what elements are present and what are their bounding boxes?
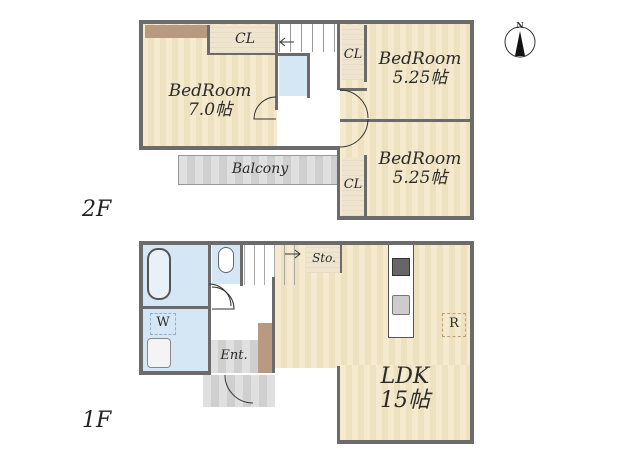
wall-1f-bottom-right [337,440,474,444]
bedroom-7-shelf [145,25,208,38]
closet-1-area [210,25,275,53]
wall-1f-bath-divider [139,306,209,309]
wall-1f-ldk-step [337,366,340,444]
wall-1f-right [470,241,474,444]
wall-2f-mid-v [337,146,340,218]
ldk-name: LDK [380,364,430,389]
toilet-2f-wall-top [277,53,310,56]
closet-3-wall [364,155,367,217]
toilet-2f-wall [307,54,310,98]
entrance-porch [203,375,275,407]
wall-2f-bed-divider [340,119,472,122]
washer-label: W [156,315,170,330]
floor-label-1f: 1F [82,408,112,433]
closet-1-wall-bottom [207,53,277,55]
bedroom-525b-label: BedRoom 5.25帖 [370,150,470,187]
wall-2f-right [470,20,474,220]
north-compass: N [503,21,537,59]
stove [392,258,410,276]
compass-icon [504,26,536,58]
sink [392,295,410,315]
refrigerator-space [442,313,466,337]
wall-1f-bottom-left [139,371,211,375]
wall-1f-top [139,241,473,245]
closet-1-label: CL [234,31,255,47]
wall-1f-bath-right [208,241,211,375]
stair-steps-2f [279,24,335,52]
bedroom-7-label: BedRoom 7.0帖 [160,82,260,119]
floor-2f: BedRoom 7.0帖 BedRoom 5.25帖 BedRoom 5.25帖… [0,0,620,225]
toilet-bowl-1f [218,247,234,273]
wall-2f-bed2-bottom [340,88,367,91]
bedroom-7-size: 7.0帖 [187,99,233,120]
bedroom-7-name: BedRoom [168,81,252,101]
shoe-cabinet [258,323,272,373]
ldk-size: 15帖 [380,388,430,414]
storage-area [306,245,341,273]
wall-1f-toilet-right [240,241,243,286]
bedroom-525b-size: 5.25帖 [392,167,448,188]
balcony-label: Balcony [231,161,289,177]
closet-2-area-top [342,25,364,80]
closet-2-wall [364,25,367,82]
bedroom-525b-name: BedRoom [378,149,462,169]
closet-2-label: CL [343,47,363,62]
wall-1f-ldk-left [272,277,275,373]
stair-steps-1f [244,245,296,285]
balcony-area [178,155,338,185]
floor-label-2f: 2F [82,197,112,222]
toilet-2f [279,56,307,96]
refrigerator-label: R [449,316,459,331]
bedroom-525a-label: BedRoom 5.25帖 [370,50,470,87]
compass-north-label: N [516,20,524,30]
wall-2f-hall-right [337,20,340,90]
storage-label: Sto. [312,251,336,265]
wall-2f-bottom-right [337,216,474,220]
bathtub [147,248,171,300]
ldk-label: LDK 15帖 [355,364,455,414]
entrance-label: Ent. [220,348,248,363]
wall-2f-bottom-left [139,146,339,150]
closet-3-label: CL [343,177,363,192]
wall-2f-top [139,20,473,24]
wall-2f-left [139,20,143,150]
washbasin [147,338,171,368]
bedroom-525a-name: BedRoom [378,49,462,69]
entrance-area [210,340,258,373]
bedroom-525a-size: 5.25帖 [392,67,448,88]
closet-1-wall [207,25,210,55]
closet-3-area [342,158,364,216]
wall-2f-bedroom7-right [275,20,278,110]
wall-1f-sto-right [340,241,342,273]
floor-1f: LDK 15帖 Sto. Ent. W R 1F [0,225,620,464]
washer-space [150,313,176,335]
ldk-floor-lower [340,365,470,440]
